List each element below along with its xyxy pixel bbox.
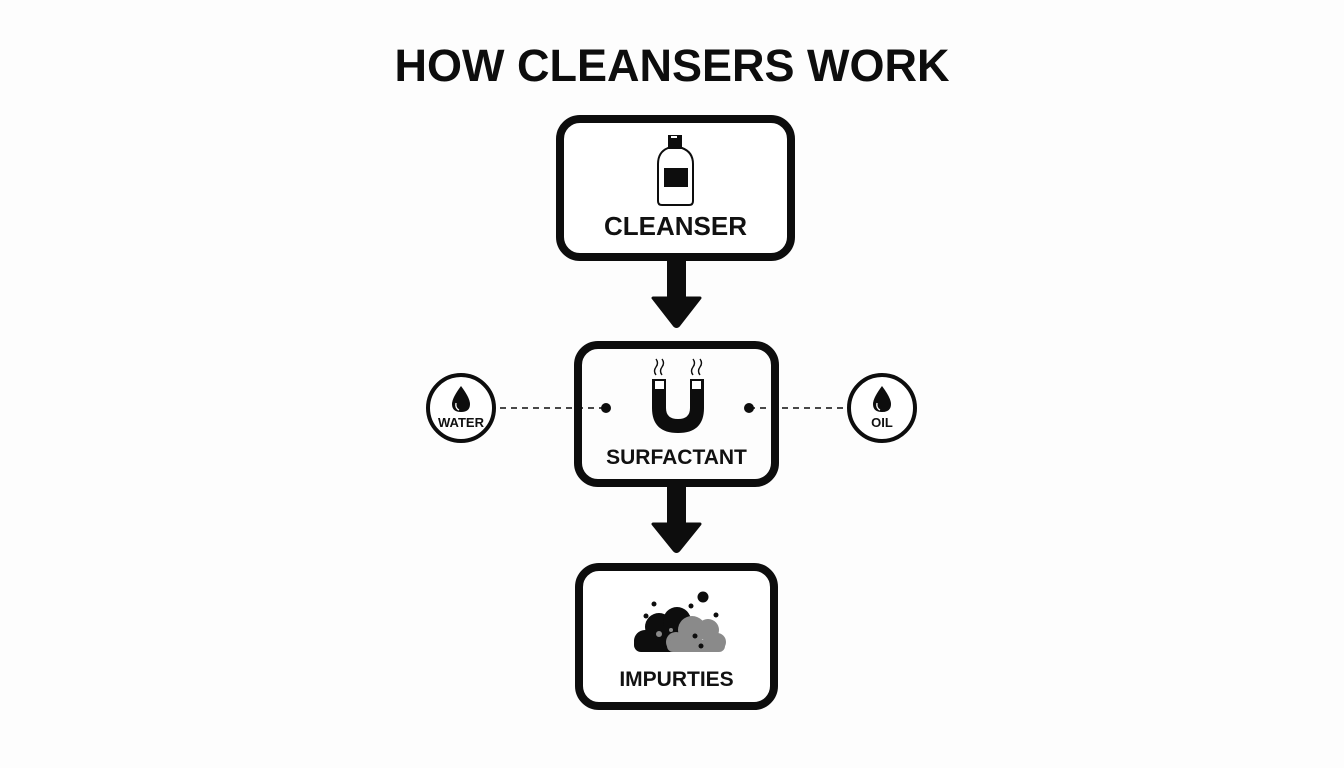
node-cleanser xyxy=(556,115,795,261)
bottle-icon xyxy=(657,135,694,206)
diagram-title: HOW CLEANSERS WORK xyxy=(394,40,950,91)
node-oil xyxy=(847,373,917,443)
node-label-surfactant: SURFACTANT xyxy=(606,446,747,469)
side-label-water: WATER xyxy=(438,415,484,430)
node-label-cleanser: CLEANSER xyxy=(603,211,747,241)
dirt-cloud-icon xyxy=(634,591,726,652)
water-drop-icon xyxy=(452,386,470,412)
node-label-impurities: IMPURTIES xyxy=(619,668,734,691)
arrow-cleanser-to-surfactant xyxy=(651,257,702,328)
dashed-connector-oil xyxy=(744,403,846,413)
arrow-surfactant-to-impurities xyxy=(651,483,702,553)
side-label-oil: OIL xyxy=(871,415,893,430)
dashed-connector-water xyxy=(500,403,611,413)
node-impurities xyxy=(575,563,778,710)
magnet-icon xyxy=(652,358,704,433)
oil-drop-icon xyxy=(873,386,891,412)
node-water xyxy=(426,373,496,443)
